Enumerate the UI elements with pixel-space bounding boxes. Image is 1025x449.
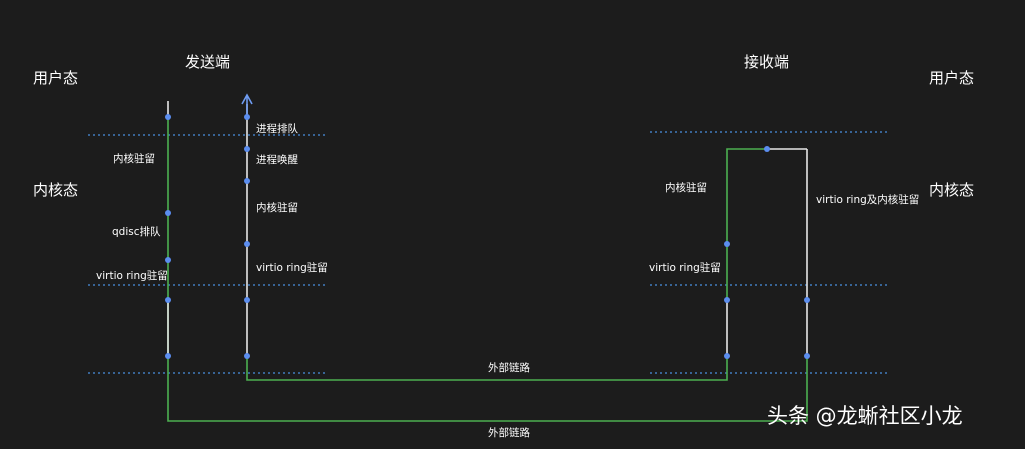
recv-kernel-dwell-label: 内核驻留: [665, 182, 707, 194]
sender-title: 发送端: [185, 53, 231, 71]
return-kernel-dwell-label: 内核驻留: [256, 202, 298, 214]
send-virtio-dwell-label: virtio ring驻留: [96, 270, 168, 282]
node: [244, 241, 250, 247]
node: [165, 297, 171, 303]
user-mode-left-label: 用户态: [33, 69, 79, 87]
node: [724, 241, 730, 247]
return-process-queue-label: 进程排队: [256, 123, 298, 135]
send-kernel-dwell-label: 内核驻留: [113, 153, 155, 165]
node: [724, 297, 730, 303]
node: [764, 146, 770, 152]
node: [244, 297, 250, 303]
return-virtio-dwell-label: virtio ring驻留: [256, 262, 328, 274]
node: [244, 114, 250, 120]
recv-virtio-kernel-dwell-label: virtio ring及内核驻留: [816, 194, 920, 206]
node: [165, 210, 171, 216]
return-path-green-link: [246, 356, 728, 381]
return-process-wakeup-label: 进程唤醒: [256, 154, 298, 166]
return-path: [241, 93, 767, 381]
receiver-title: 接收端: [744, 53, 790, 71]
external-link-lower-label: 外部链路: [488, 427, 530, 439]
node: [165, 257, 171, 263]
kernel-mode-right-label: 内核态: [929, 181, 975, 199]
user-mode-right-label: 用户态: [929, 69, 975, 87]
path-nodes: [165, 114, 810, 359]
receiver-path: [767, 148, 808, 356]
kernel-mode-left-label: 内核态: [33, 181, 79, 199]
node: [165, 353, 171, 359]
node: [244, 146, 250, 152]
node: [804, 353, 810, 359]
node: [804, 297, 810, 303]
watermark: 头条 @龙蜥社区小龙: [767, 404, 963, 428]
node: [244, 353, 250, 359]
sender-path-green: [167, 117, 808, 422]
node: [165, 114, 171, 120]
external-link-upper-label: 外部链路: [488, 362, 530, 374]
send-qdisc-queue-label: qdisc排队: [112, 226, 161, 238]
recv-virtio-dwell-label: virtio ring驻留: [649, 262, 721, 274]
node: [244, 178, 250, 184]
mode-boundaries: [88, 131, 888, 374]
node: [724, 353, 730, 359]
return-path-green-top: [726, 148, 767, 300]
